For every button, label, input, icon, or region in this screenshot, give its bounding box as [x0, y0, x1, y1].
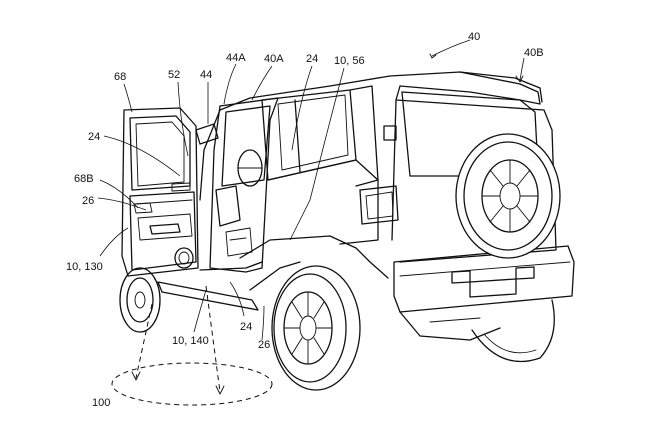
label-24-top: 24: [306, 53, 318, 65]
label-52: 52: [168, 69, 180, 81]
leader-lines: [97, 39, 525, 341]
reference-numerals: 40 40B 44A 40A 24 10, 56 68 52 44 24 68B…: [66, 31, 544, 409]
label-40B: 40B: [524, 47, 544, 59]
label-44: 44: [200, 69, 212, 81]
label-44A: 44A: [226, 52, 246, 64]
front-wheel: [119, 267, 161, 333]
rear-door: [209, 97, 279, 273]
label-26-left: 26: [82, 195, 94, 207]
label-68B: 68B: [74, 173, 94, 185]
label-40: 40: [468, 31, 480, 43]
projection-area: [111, 285, 273, 406]
spare-tire: [455, 133, 561, 259]
label-24-left: 24: [88, 131, 100, 143]
label-68: 68: [114, 71, 126, 83]
side-mirror: [195, 123, 219, 145]
far-rear-wheel: [471, 299, 555, 363]
label-26-bottom: 26: [258, 339, 270, 351]
label-10-130: 10, 130: [66, 261, 103, 273]
label-10-56: 10, 56: [334, 55, 365, 67]
vehicle-body: [157, 71, 575, 341]
label-100: 100: [92, 397, 110, 409]
label-40A: 40A: [264, 53, 284, 65]
rear-wheel: [271, 265, 361, 391]
label-24-bottom: 24: [240, 321, 252, 333]
label-10-140: 10, 140: [172, 335, 209, 347]
front-door: [121, 107, 199, 277]
